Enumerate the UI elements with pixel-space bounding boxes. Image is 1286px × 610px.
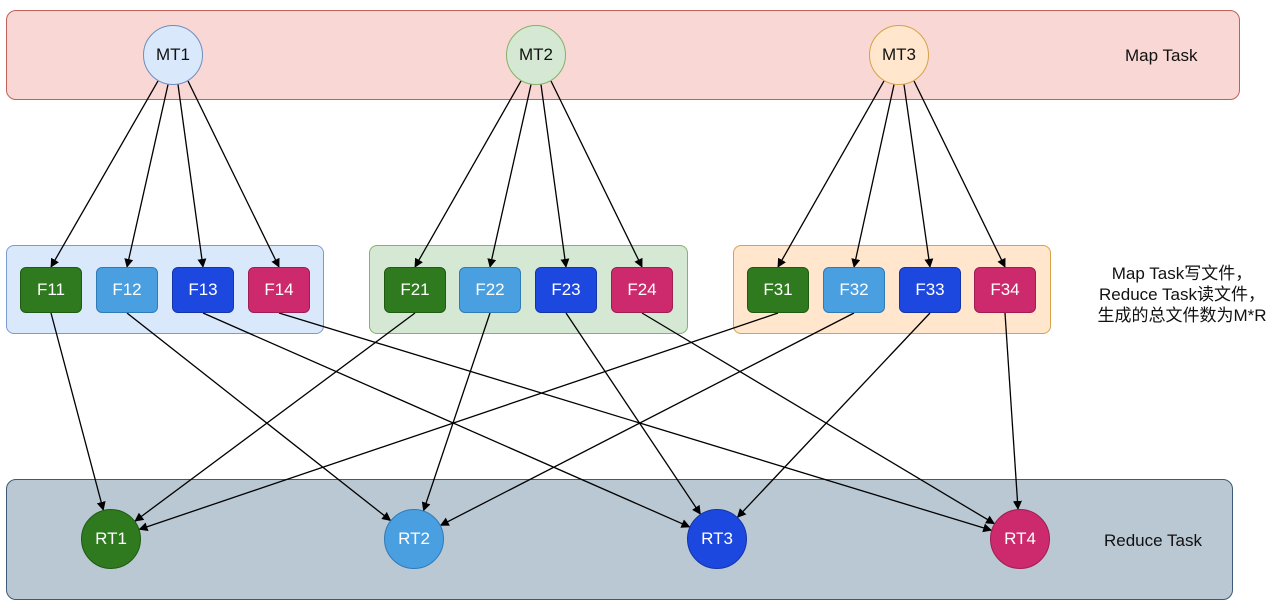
edge-F14-RT4: [278, 312, 993, 533]
node-label: RT3: [701, 529, 733, 548]
edge-F32-RT2: [439, 312, 855, 526]
reduce-task-node: RT4: [990, 509, 1050, 569]
edge-MT2-F24: [550, 80, 643, 268]
file-label: F34: [990, 280, 1020, 299]
file-node: F24: [611, 267, 673, 313]
file-node: F23: [535, 267, 597, 313]
file-label: F32: [839, 280, 869, 299]
map-task-node: MT3: [869, 25, 929, 85]
node-label: MT3: [882, 45, 916, 64]
edge-F11-RT1: [50, 312, 106, 511]
edge-MT2-F21: [414, 80, 522, 268]
edge-MT3-F31: [777, 80, 885, 268]
reduce-task-node: RT2: [384, 509, 444, 569]
edge-F22-RT2: [421, 312, 491, 512]
node-label: MT1: [156, 45, 190, 64]
file-label: F22: [475, 280, 505, 299]
file-node: F11: [20, 267, 82, 313]
file-label: F11: [36, 280, 66, 299]
note-line-2: Reduce Task读文件，: [1099, 285, 1265, 304]
file-node: F22: [459, 267, 521, 313]
map-task-node: MT2: [506, 25, 566, 85]
edge-MT3-F32: [851, 84, 895, 268]
edge-F34-RT4: [1004, 312, 1022, 510]
note-text: Map Task写文件， Reduce Task读文件， 生成的总文件数为M*R: [1082, 263, 1282, 326]
edge-MT1-F14: [187, 80, 280, 268]
edge-MT2-F23: [540, 84, 570, 268]
file-node: F12: [96, 267, 158, 313]
edge-MT2-F22: [487, 84, 532, 268]
file-label: F14: [264, 280, 294, 299]
file-node: F14: [248, 267, 310, 313]
file-label: F33: [915, 280, 945, 299]
node-label: RT1: [95, 529, 127, 548]
file-node: F21: [384, 267, 446, 313]
file-label: F21: [400, 280, 430, 299]
edge-MT1-F11: [50, 80, 159, 268]
edge-MT1-F13: [177, 84, 207, 268]
node-label: MT2: [519, 45, 553, 64]
reduce-task-label: Reduce Task: [1104, 531, 1202, 550]
edge-F33-RT3: [736, 312, 931, 518]
file-label: F12: [112, 280, 142, 299]
file-node: F31: [747, 267, 809, 313]
map-task-label: Map Task: [1125, 46, 1198, 65]
file-node: F13: [172, 267, 234, 313]
edge-F12-RT2: [126, 312, 392, 521]
map-task-band: [6, 10, 1240, 100]
node-label: RT2: [398, 529, 430, 548]
file-node: F33: [899, 267, 961, 313]
reduce-task-node: RT1: [81, 509, 141, 569]
edge-MT3-F34: [913, 80, 1006, 268]
edge-F13-RT3: [202, 312, 691, 528]
reduce-task-node: RT3: [687, 509, 747, 569]
file-label: F31: [763, 280, 793, 299]
file-node: F32: [823, 267, 885, 313]
node-label: RT4: [1004, 529, 1036, 548]
note-line-1: Map Task写文件，: [1111, 264, 1253, 283]
file-label: F13: [188, 280, 218, 299]
edge-F24-RT4: [641, 312, 996, 525]
edge-MT3-F33: [903, 84, 934, 268]
edge-MT1-F12: [124, 84, 169, 268]
file-label: F24: [627, 280, 657, 299]
edge-F31-RT1: [138, 312, 779, 532]
file-label: F23: [551, 280, 581, 299]
file-node: F34: [974, 267, 1036, 313]
note-line-3: 生成的总文件数为M*R: [1097, 306, 1267, 325]
edge-F23-RT3: [565, 312, 701, 515]
map-task-node: MT1: [143, 25, 203, 85]
edge-F21-RT1: [134, 312, 416, 522]
